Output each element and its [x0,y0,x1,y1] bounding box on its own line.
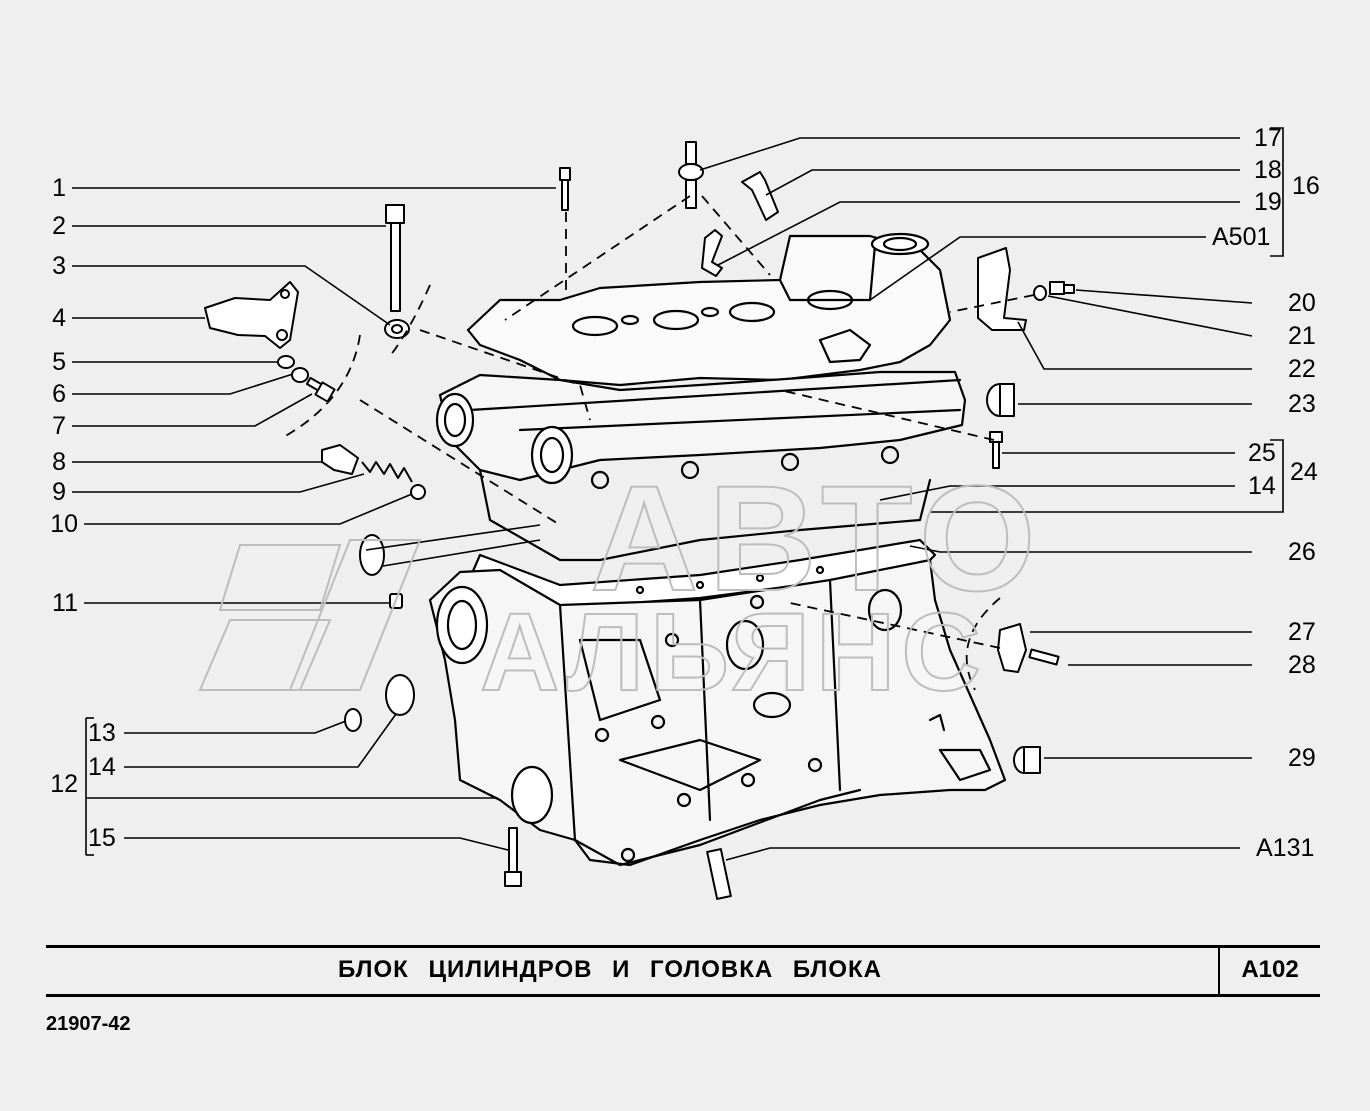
callout-12: 12 [50,770,78,798]
callout-3: 3 [52,252,66,280]
watermark-line2: АЛЬЯНС [480,591,987,714]
title-block: БЛОК ЦИЛИНДРОВ И ГОЛОВКА БЛОКА A102 [46,945,1320,997]
callout-18: 18 [1254,156,1282,184]
callout-14-right: 14 [1248,472,1276,500]
callout-1: 1 [52,174,66,202]
callout-26: 26 [1288,538,1316,566]
callout-9: 9 [52,478,66,506]
callout-4: 4 [52,304,66,332]
callout-10: 10 [50,510,78,538]
sheet-code: A102 [1241,956,1299,983]
catalog-code: 21907-42 [46,1013,131,1035]
callout-6: 6 [52,380,66,408]
callout-24: 24 [1290,458,1318,486]
callout-23: 23 [1288,390,1316,418]
engine-block-illustration: АВТО АЛЬЯНС [72,127,1284,900]
callout-2: 2 [52,212,66,240]
callout-8: 8 [52,448,66,476]
callout-16: 16 [1292,172,1320,200]
callout-25: 25 [1248,439,1276,467]
callout-20: 20 [1288,289,1316,317]
watermark-line1: АВТО [590,454,1046,622]
callout-7: 7 [52,412,66,440]
callout-13: 13 [88,719,116,747]
callout-27: 27 [1288,618,1316,646]
callout-5: 5 [52,348,66,376]
title-divider [1218,948,1220,994]
callout-21: 21 [1288,322,1316,350]
callout-19: 19 [1254,188,1282,216]
callout-15: 15 [88,824,116,852]
callout-17: 17 [1254,124,1282,152]
callout-22: 22 [1288,355,1316,383]
callout-a131: A131 [1256,834,1315,862]
callout-a501: A501 [1212,223,1271,251]
callout-28: 28 [1288,651,1316,679]
callout-11: 11 [52,589,78,617]
diagram-title: БЛОК ЦИЛИНДРОВ И ГОЛОВКА БЛОКА [337,956,883,983]
callout-29: 29 [1288,744,1316,772]
callout-14: 14 [88,753,116,781]
